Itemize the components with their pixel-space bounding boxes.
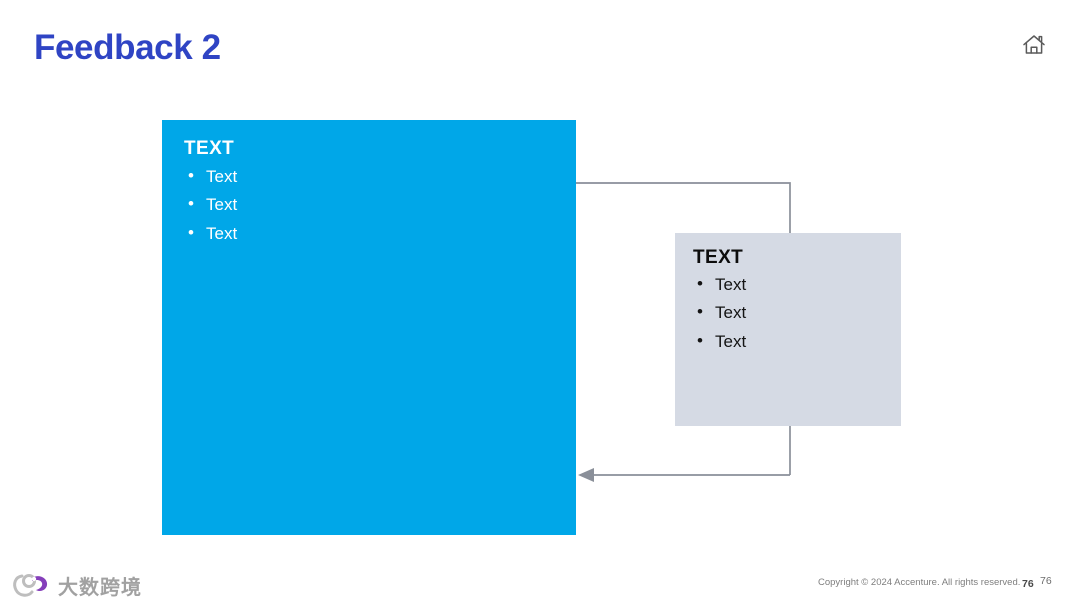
page-number: 76 [1022,578,1034,590]
watermark-text: 大数跨境 [58,574,142,599]
list-item: Text [693,273,883,295]
secondary-card-bullet-list: Text Text Text [693,273,883,352]
secondary-text-card: TEXT Text Text Text [675,233,901,426]
home-icon[interactable] [1018,29,1050,61]
list-item: Text [693,301,883,323]
primary-card-heading: TEXT [184,138,235,159]
list-item: Text [184,221,554,244]
page-title: Feedback 2 [34,28,221,67]
page-number-alt: 76 [1040,575,1052,587]
secondary-card-heading: TEXT [693,247,744,268]
copyright-notice: Copyright © 2024 Accenture. All rights r… [818,577,1021,588]
list-item: Text [184,165,554,187]
watermark-logo: 大数跨境 [12,570,142,600]
primary-text-card: TEXT Text Text Text [162,120,576,535]
list-item: Text [693,329,883,352]
list-item: Text [184,193,554,215]
swirl-icon [13,574,48,597]
primary-card-bullet-list: Text Text Text [184,165,554,244]
